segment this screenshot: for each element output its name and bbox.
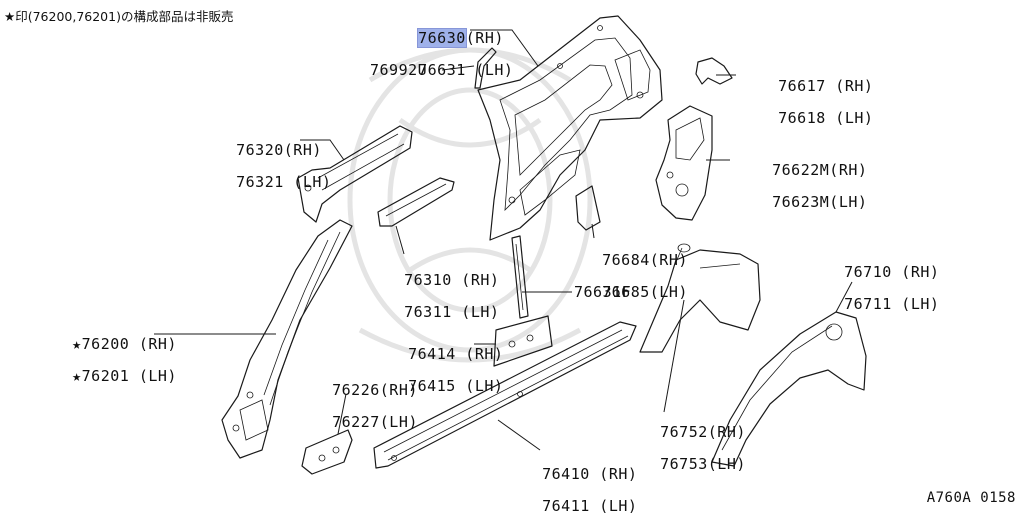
part-76320-roof-rail xyxy=(297,125,413,223)
label-76711-lh: 76711 (LH) xyxy=(844,295,940,313)
highlight-76630[interactable]: 76630 xyxy=(417,28,467,48)
label-76631f[interactable]: 76631F xyxy=(574,283,632,301)
label-76622m[interactable]: 76622M(RH) 76623M(LH) xyxy=(734,146,867,226)
label-76410-rh: 76410 (RH) xyxy=(542,465,638,483)
label-76684-rh: 76684(RH) xyxy=(602,251,688,269)
watermark-emblem xyxy=(347,47,593,363)
label-76684[interactable]: 76684(RH) 76685(LH) xyxy=(564,236,688,316)
part-76684-bracket xyxy=(575,185,601,231)
diagram-code: A760A 0158 xyxy=(926,490,1016,506)
part-76992u-bracket xyxy=(474,47,497,89)
label-76320[interactable]: 76320(RH) 76321 (LH) xyxy=(198,126,331,206)
label-76200-rh: ★76200 (RH) xyxy=(72,335,177,353)
label-76311-lh: 76311 (LH) xyxy=(404,303,500,321)
part-76630-quarter-inner xyxy=(477,15,663,241)
part-76200-pillar xyxy=(221,219,353,459)
part-76631f-strip xyxy=(511,235,529,319)
label-76201-lh: ★76201 (LH) xyxy=(72,367,177,385)
label-76226-rh: 76226(RH) xyxy=(332,381,418,399)
label-76227-lh: 76227(LH) xyxy=(332,413,418,431)
label-76310[interactable]: 76310 (RH) 76311 (LH) xyxy=(366,256,499,336)
label-76321-lh: 76321 (LH) xyxy=(236,173,332,191)
label-76415-lh: 76415 (LH) xyxy=(408,377,504,395)
part-76710-wheelhouse-outer xyxy=(711,311,867,467)
label-76226[interactable]: 76226(RH) 76227(LH) xyxy=(294,366,418,446)
label-76710[interactable]: 76710 (RH) 76711 (LH) xyxy=(806,248,939,328)
part-76622m-panel xyxy=(655,105,713,221)
part-76617-clip xyxy=(695,57,733,85)
part-76414-panel xyxy=(493,315,553,367)
label-76630-side: (RH) xyxy=(465,29,504,47)
label-76618-lh: 76618 (LH) xyxy=(778,109,874,127)
label-76617-rh: 76617 (RH) xyxy=(778,77,874,95)
part-76410-sill xyxy=(373,321,637,469)
label-76414-rh: 76414 (RH) xyxy=(408,345,504,363)
label-76320-rh: 76320(RH) xyxy=(236,141,322,159)
label-76617[interactable]: 76617 (RH) 76618 (LH) xyxy=(740,62,873,142)
label-76752[interactable]: 76752(RH) 76753(LH) xyxy=(622,408,746,488)
part-76226-reinforcement xyxy=(301,429,353,475)
label-76630[interactable]: 76630(RH) 76631 (LH) xyxy=(380,14,513,94)
label-76631: 76631 (LH) xyxy=(418,61,514,79)
diagram-drawing xyxy=(154,15,867,475)
leader-lines xyxy=(154,29,853,451)
label-76310-rh: 76310 (RH) xyxy=(404,271,500,289)
note-text: ★印(76200,76201)の構成部品は非販売 xyxy=(4,9,234,24)
parts-diagram: ★印(76200,76201)の構成部品は非販売 76630(RH) 76631… xyxy=(4,9,1016,514)
label-76410[interactable]: 76410 (RH) 76411 (LH) xyxy=(504,450,637,530)
label-76200[interactable]: ★76200 (RH) ★76201 (LH) xyxy=(34,320,177,400)
label-76411-lh: 76411 (LH) xyxy=(542,497,638,515)
label-76622m-rh: 76622M(RH) xyxy=(772,161,868,179)
label-76710-rh: 76710 (RH) xyxy=(844,263,940,281)
label-76414[interactable]: 76414 (RH) 76415 (LH) xyxy=(370,330,503,410)
label-76992u[interactable]: 76992U xyxy=(370,61,428,79)
label-76753-lh: 76753(LH) xyxy=(660,455,746,473)
label-76752-rh: 76752(RH) xyxy=(660,423,746,441)
part-76310-rail xyxy=(377,177,455,227)
label-76685-lh: 76685(LH) xyxy=(602,283,688,301)
label-76623m-lh: 76623M(LH) xyxy=(772,193,868,211)
